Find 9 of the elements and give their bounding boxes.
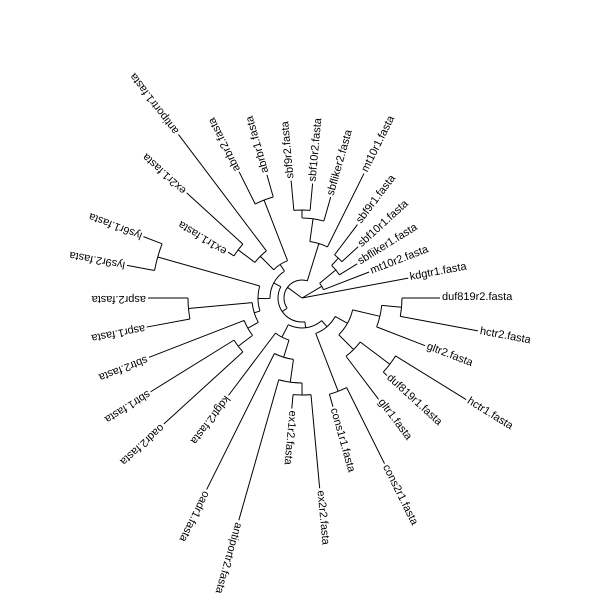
tip-label: ex2r2.fasta <box>313 490 332 545</box>
tip-label: hctr2.fasta <box>478 324 532 348</box>
tip-label: lys9r2.fasta <box>68 248 126 272</box>
tip-label: aspr2.fasta <box>92 292 146 305</box>
tip-label: sbf10r2.fasta <box>306 118 326 182</box>
tip-label: aspr1.fasta <box>90 321 146 344</box>
tip-label: duf819r2.fasta <box>442 291 512 304</box>
tip-label: ex1r2.fasta <box>280 410 298 466</box>
tip-label: sbf9r2.fasta <box>279 120 298 180</box>
